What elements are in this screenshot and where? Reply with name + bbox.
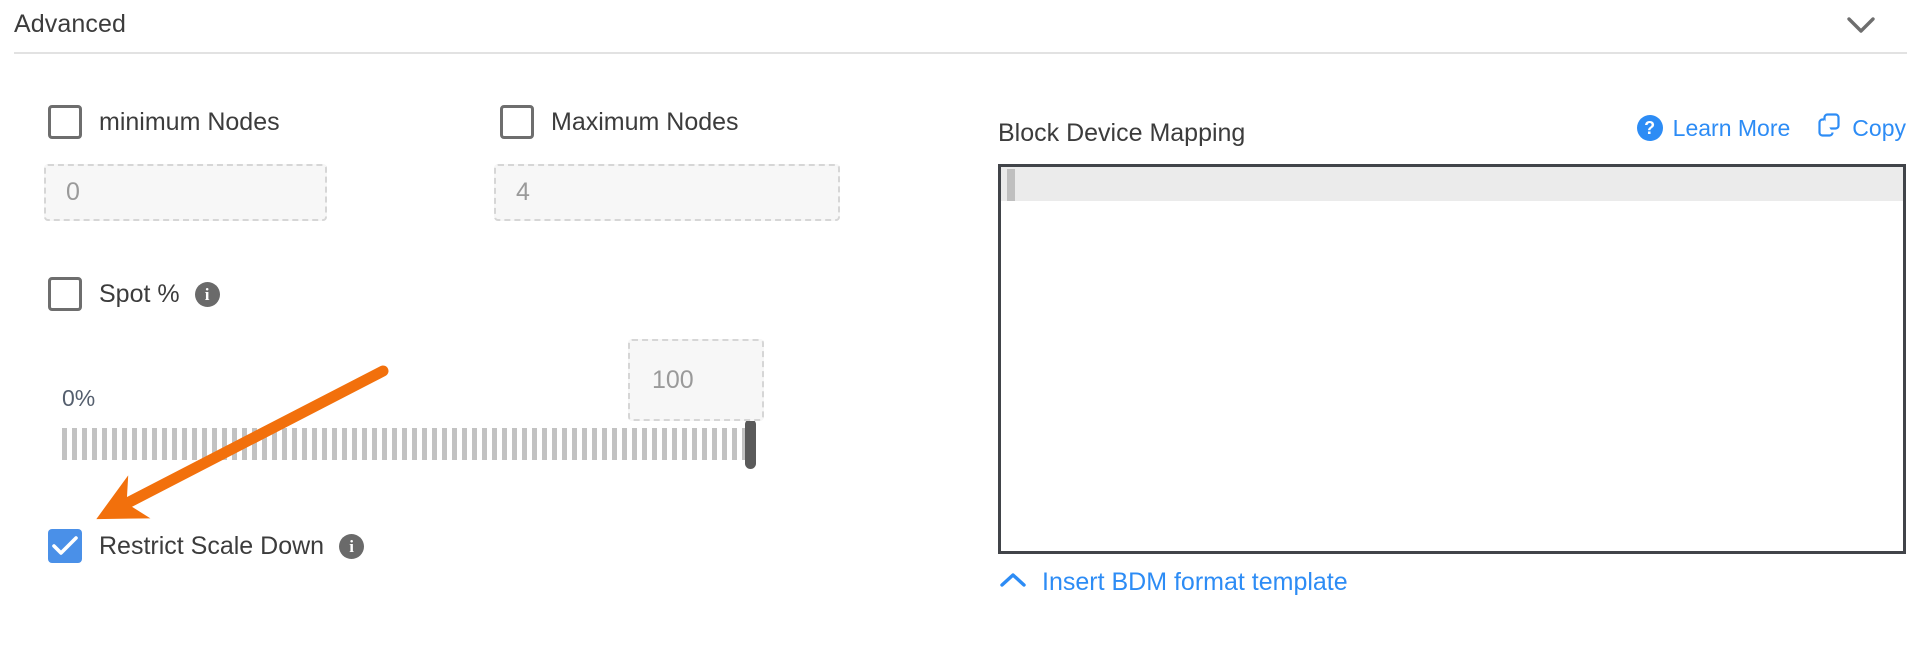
editor-cursor	[1007, 169, 1015, 201]
spot-percent-row: Spot % i	[48, 277, 220, 311]
learn-more-label: Learn More	[1672, 114, 1791, 141]
copy-icon	[1816, 112, 1842, 144]
page-title: Advanced	[14, 10, 126, 38]
copy-button[interactable]: Copy	[1816, 112, 1906, 144]
minimum-nodes-label: minimum Nodes	[99, 107, 280, 136]
restrict-scale-down-checkbox[interactable]	[48, 529, 82, 563]
slider-track[interactable]	[62, 428, 752, 460]
learn-more-button[interactable]: ? Learn More	[1636, 114, 1791, 142]
insert-bdm-format-template-button[interactable]: Insert BDM format template	[998, 568, 1348, 597]
copy-label: Copy	[1852, 114, 1906, 141]
slider-thumb[interactable]	[745, 419, 756, 469]
minimum-nodes-checkbox[interactable]	[48, 105, 82, 139]
insert-bdm-format-template-label: Insert BDM format template	[1042, 568, 1348, 596]
block-device-mapping-editor[interactable]	[998, 164, 1906, 554]
block-device-mapping-actions: ? Learn More Copy	[1636, 112, 1906, 144]
spot-percent-label: Spot %	[99, 279, 180, 308]
restrict-scale-down-row: Restrict Scale Down i	[48, 529, 365, 563]
info-icon[interactable]: i	[339, 533, 365, 559]
minimum-nodes-row: minimum Nodes	[48, 105, 280, 139]
restrict-scale-down-label: Restrict Scale Down	[99, 531, 325, 560]
maximum-nodes-checkbox[interactable]	[500, 105, 534, 139]
minimum-nodes-input[interactable]: 0	[44, 164, 327, 221]
section-header: Advanced	[0, 0, 1920, 54]
question-mark-circle-icon: ?	[1636, 115, 1663, 141]
left-column: minimum Nodes 0 Maximum Nodes 4 Spot % i…	[0, 52, 980, 656]
right-column: Block Device Mapping ? Learn More Copy	[998, 52, 1920, 656]
spot-percent-value-input[interactable]: 100	[628, 339, 764, 421]
slider-min-label: 0%	[62, 385, 96, 411]
maximum-nodes-label: Maximum Nodes	[551, 107, 739, 136]
block-device-mapping-title: Block Device Mapping	[998, 119, 1246, 147]
maximum-nodes-input[interactable]: 4	[494, 164, 840, 221]
chevron-down-icon[interactable]	[1844, 11, 1878, 39]
info-icon[interactable]: i	[194, 281, 220, 307]
header-divider	[14, 52, 1907, 54]
chevron-up-icon	[998, 568, 1028, 597]
editor-active-line	[1001, 167, 1903, 201]
maximum-nodes-row: Maximum Nodes	[500, 105, 739, 139]
spot-percent-checkbox[interactable]	[48, 277, 82, 311]
